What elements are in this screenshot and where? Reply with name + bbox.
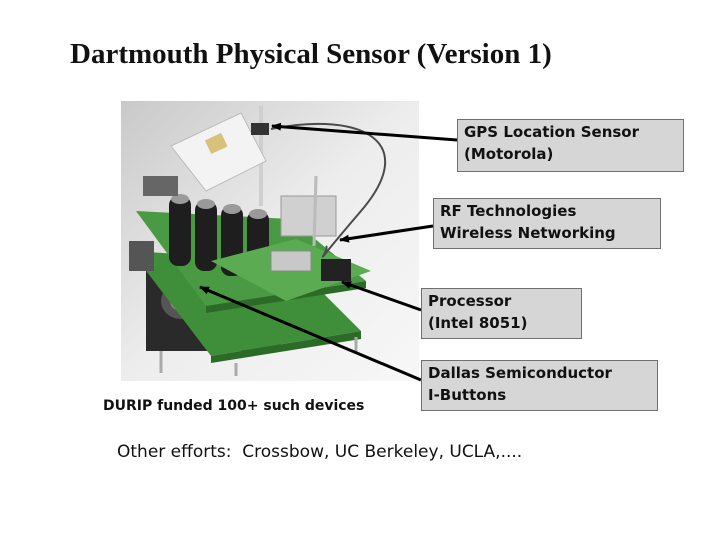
rf-callout: RF Technologies Wireless Networking xyxy=(433,198,661,249)
slide-title: Dartmouth Physical Sensor (Version 1) xyxy=(70,38,552,70)
durip-caption: DURIP funded 100+ such devices xyxy=(103,398,365,414)
sensor-device-photo xyxy=(121,101,419,381)
other-efforts-text: Other efforts: Crossbow, UC Berkeley, UC… xyxy=(117,442,523,462)
processor-callout: Processor (Intel 8051) xyxy=(421,288,582,339)
gps-callout: GPS Location Sensor (Motorola) xyxy=(457,119,684,172)
dallas-callout: Dallas Semiconductor I-Buttons xyxy=(421,360,658,411)
